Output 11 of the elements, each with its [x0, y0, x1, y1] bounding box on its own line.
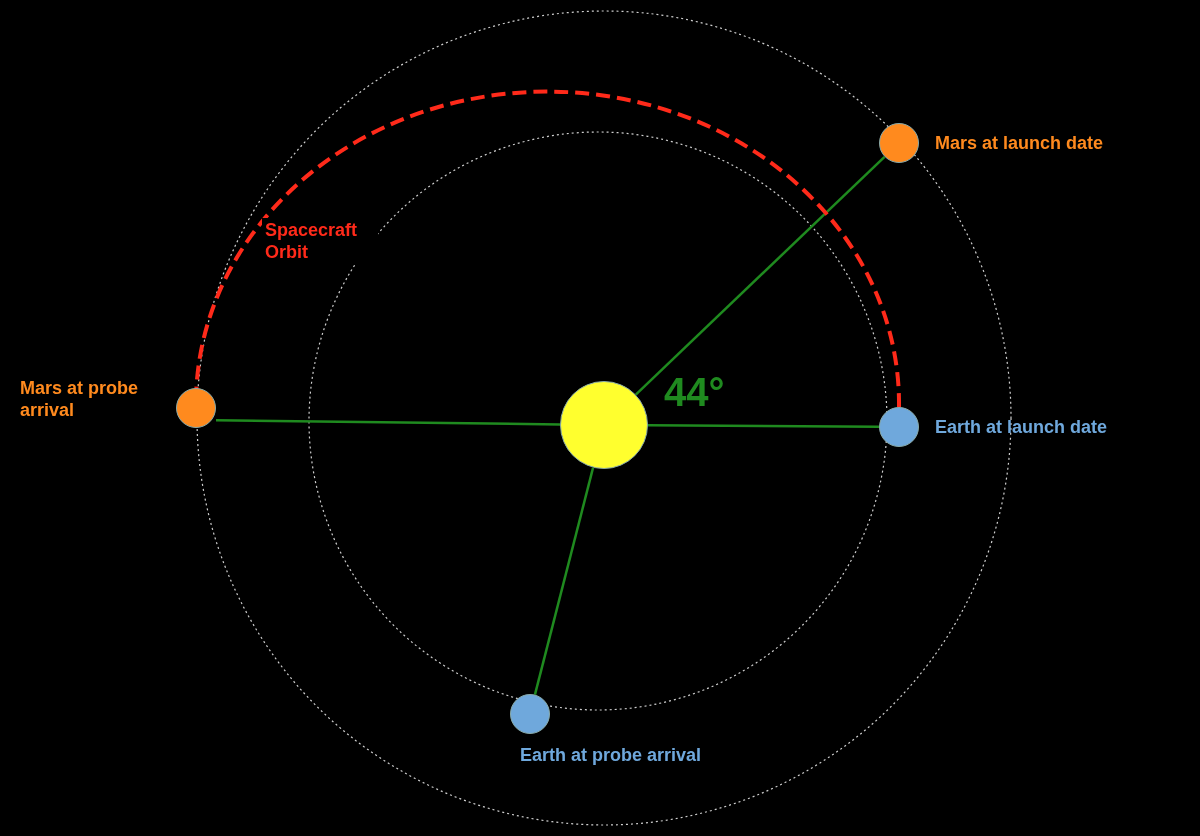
connector-line	[634, 155, 886, 396]
angle-label: 44°	[664, 370, 725, 414]
planet-label: Earth at probe arrival	[520, 744, 702, 766]
connector-line	[533, 467, 595, 695]
connector-line	[648, 424, 879, 429]
edge-label: Spacecraft Orbit	[262, 218, 378, 264]
trajectory-line	[194, 89, 901, 408]
planet-label: Mars at probe arrival	[20, 377, 140, 421]
planet-label: Mars at launch date	[935, 132, 1104, 154]
planet-label: Earth at launch date	[935, 416, 1108, 438]
connector-line	[216, 419, 560, 426]
